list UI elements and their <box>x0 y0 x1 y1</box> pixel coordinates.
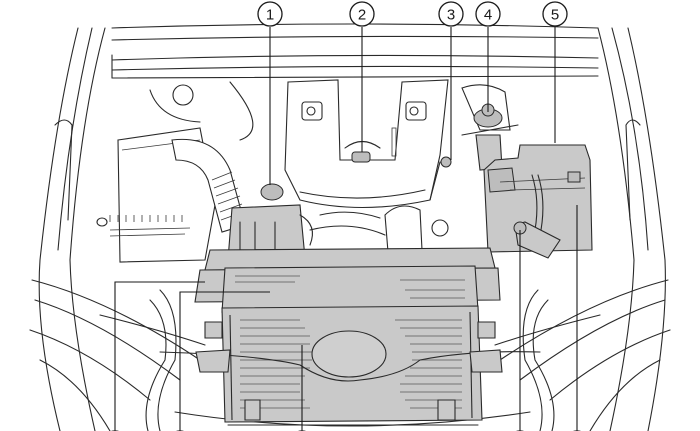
callout-1: 1 <box>257 1 283 185</box>
callout-1-label: 1 <box>266 7 274 24</box>
intake-hose <box>149 81 254 233</box>
intercooler-condenser <box>159 305 541 426</box>
brake-fluid-reservoir <box>461 84 519 171</box>
bottom-callout-fuse-box <box>572 205 582 431</box>
engine-cover <box>284 79 449 209</box>
callout-2-label: 2 <box>358 7 366 24</box>
vehicle-body-outline <box>29 23 671 431</box>
radiator <box>221 265 479 313</box>
callout-4: 4 <box>475 1 501 112</box>
washer-fluid-tank <box>513 221 561 259</box>
oil-dipstick <box>429 156 452 201</box>
engine-components <box>309 205 449 253</box>
callout-4-label: 4 <box>484 7 492 24</box>
bottom-callout-intercooler <box>297 345 307 431</box>
callout-3: 3 <box>438 1 464 160</box>
callout-5: 5 <box>542 1 568 143</box>
callout-2: 2 <box>349 1 375 152</box>
callout-3-label: 3 <box>447 7 455 24</box>
bottom-callout-condenser <box>175 291 270 431</box>
bottom-callout-radiator <box>110 281 205 431</box>
bottom-callout-washer-tank <box>515 230 525 431</box>
callout-5-label: 5 <box>551 7 559 24</box>
battery <box>483 144 593 253</box>
